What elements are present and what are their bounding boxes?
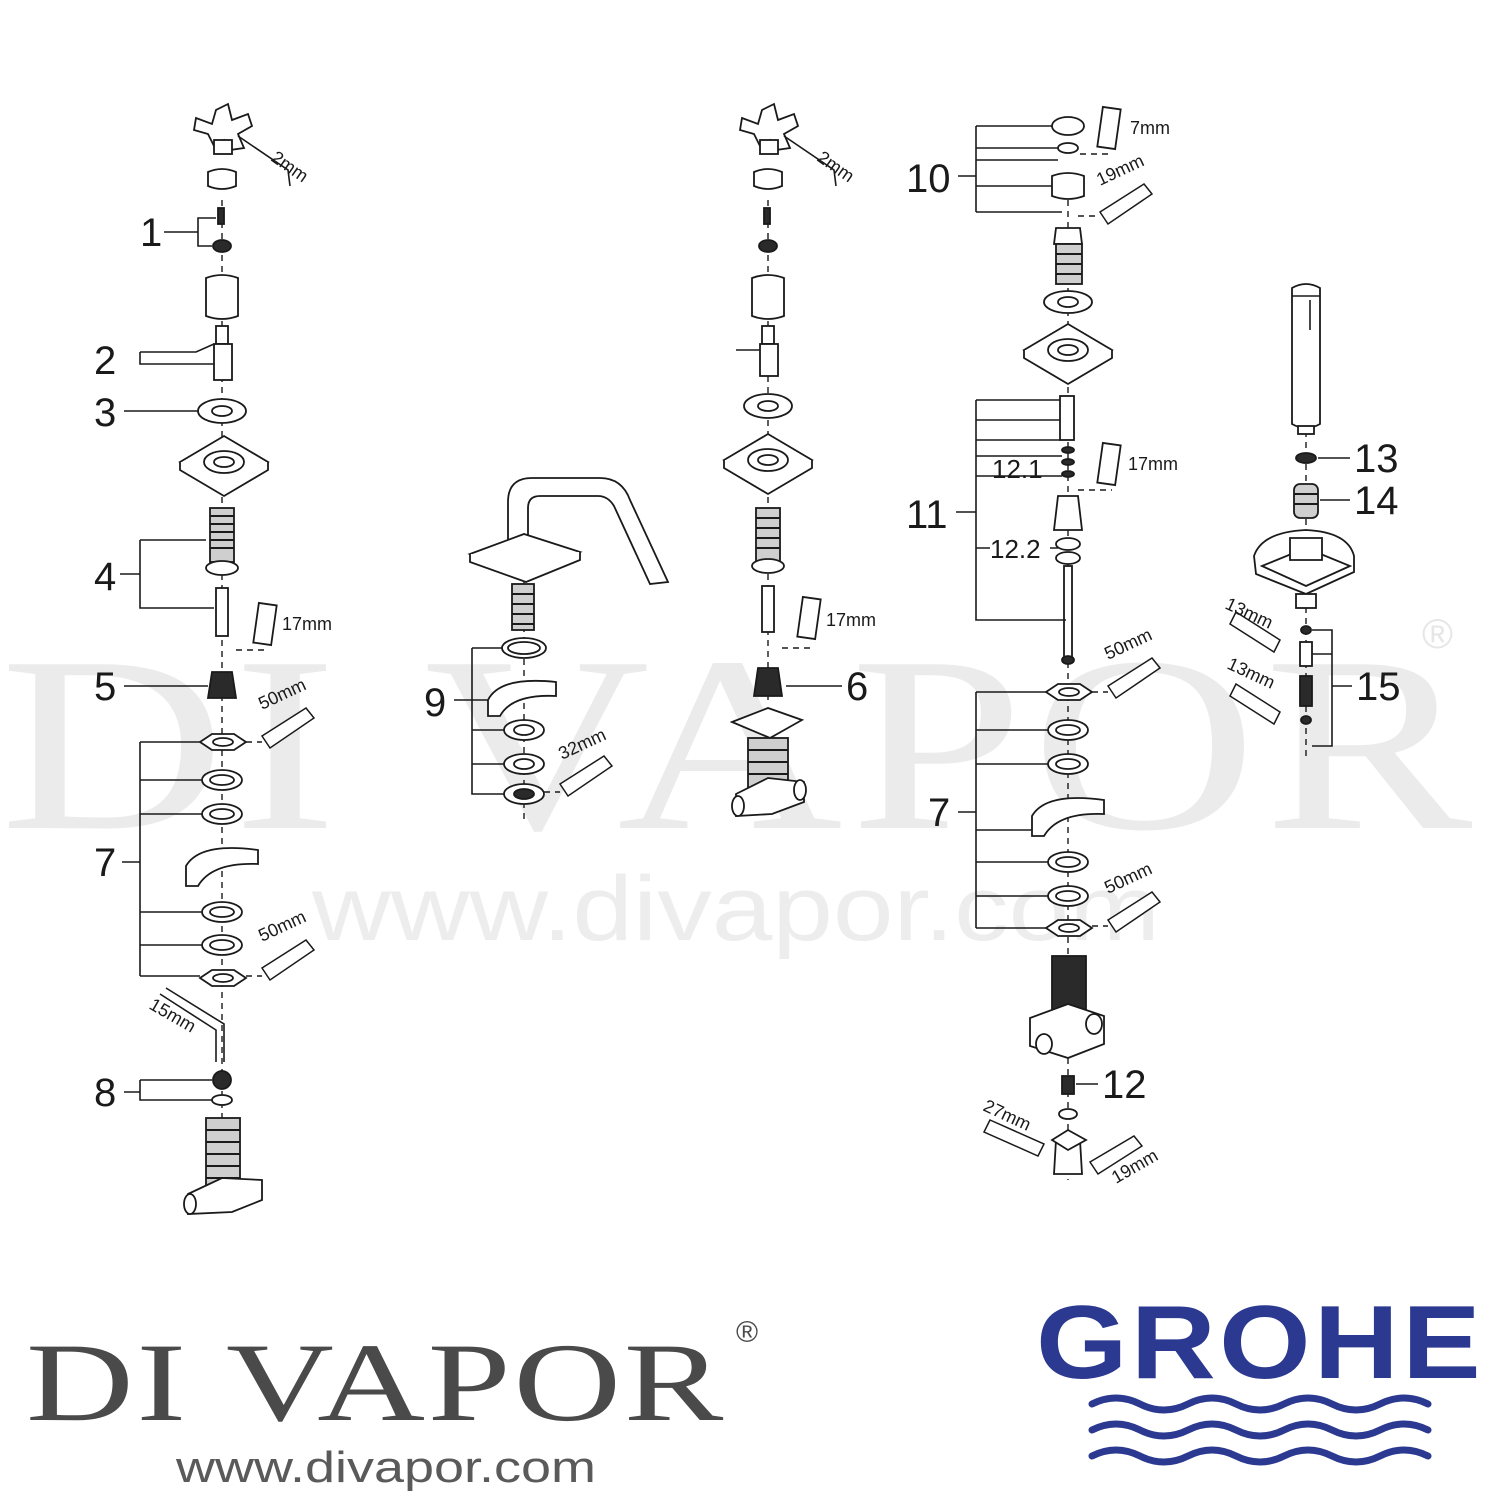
cross-handle-b <box>738 102 800 155</box>
label-part-14: 14 <box>1354 479 1399 523</box>
divapor-url: www.divapor.com <box>175 1443 596 1492</box>
socket-a <box>252 601 278 647</box>
hand-shower <box>1291 283 1321 435</box>
ball-8 <box>212 1070 232 1090</box>
wrench-32 <box>558 755 614 798</box>
label-part-12: 12 <box>1102 1063 1147 1107</box>
hex-key-b <box>783 135 837 187</box>
label-part-8: 8 <box>94 1071 116 1115</box>
spindle <box>213 343 233 381</box>
column-right-valve: 2mm 17mm 6 <box>722 102 876 817</box>
label-part-10: 10 <box>906 157 951 201</box>
cap <box>207 168 237 190</box>
washer-1 <box>212 239 232 253</box>
mounting-stack-a <box>185 733 259 987</box>
tool-socket-c: 17mm <box>1128 454 1178 474</box>
label-part-15: 15 <box>1356 665 1401 709</box>
tool-socket-b: 17mm <box>826 610 876 630</box>
spout <box>467 477 670 631</box>
cross-handle <box>192 102 254 155</box>
washer-13 <box>1295 452 1317 464</box>
hex-key-a <box>237 135 291 187</box>
screw <box>217 207 225 225</box>
tool-socket-a: 17mm <box>282 614 332 634</box>
valve-body-a <box>183 1117 263 1215</box>
insert-12 <box>1061 1075 1075 1095</box>
watermark-registered: ® <box>1422 610 1453 657</box>
watermark-url: www.divapor.com <box>311 858 1160 960</box>
tool-wrench-19-a: 19mm <box>1093 150 1147 189</box>
label-part-9: 9 <box>424 681 446 725</box>
diverter-body <box>1029 955 1105 1059</box>
wrench-50-a <box>260 707 316 750</box>
footer-grohe-logo: GROHE <box>1036 1285 1484 1466</box>
grohe-wave-3 <box>1088 1446 1432 1466</box>
column-left-valve: 2mm <box>94 102 332 1215</box>
watermark: DI VAPOR ® www.divapor.com <box>0 606 1480 960</box>
cartridge-5 <box>206 671 238 699</box>
label-part-1: 1 <box>140 211 162 255</box>
tool-socket-d: 7mm <box>1130 118 1170 138</box>
valve-body-b <box>729 707 807 817</box>
wrench-50-b <box>260 939 316 982</box>
divapor-registered-mark: ® <box>736 1316 758 1349</box>
label-part-12-1: 12.1 <box>992 454 1043 484</box>
wrench-19-b <box>1088 1135 1144 1176</box>
mounting-stack-spout <box>487 637 557 805</box>
tool-wrench-50-b: 50mm <box>255 906 309 945</box>
filter-14 <box>1293 483 1319 519</box>
grohe-logo-text: GROHE <box>1036 1285 1484 1401</box>
label-part-11: 11 <box>906 493 948 537</box>
extension <box>205 507 239 637</box>
wrench-19-a <box>1098 183 1154 226</box>
watermark-brand: DI VAPOR <box>0 606 1480 883</box>
square-rosette-c <box>1022 322 1114 386</box>
sleeve <box>205 274 239 320</box>
footer-divapor-logo: DI VAPOR ® www.divapor.com <box>26 1316 758 1492</box>
socket-b <box>796 595 822 641</box>
label-part-6: 6 <box>846 665 868 709</box>
allen-key <box>165 987 225 1062</box>
wrench-13-b <box>1229 682 1281 726</box>
square-rosette <box>178 434 270 498</box>
label-part-3: 3 <box>94 391 116 435</box>
label-part-7b: 7 <box>928 791 950 835</box>
label-part-2: 2 <box>94 339 116 383</box>
hand-shower-holder <box>1253 529 1355 609</box>
wrench-50-c <box>1106 657 1162 700</box>
wrench-50-d <box>1106 891 1162 934</box>
wrench-27 <box>982 1119 1046 1157</box>
label-part-5: 5 <box>94 665 116 709</box>
diverter-knob <box>1051 116 1085 136</box>
label-part-12-2: 12.2 <box>990 534 1041 564</box>
socket-c <box>1096 441 1122 487</box>
label-part-4: 4 <box>94 555 116 599</box>
label-part-7a: 7 <box>94 841 116 885</box>
grohe-wave-1 <box>1088 1394 1432 1414</box>
cartridge-6 <box>752 667 784 697</box>
wrench-13-a <box>1229 610 1281 654</box>
tool-allen-15: 15mm <box>146 994 199 1036</box>
socket-d <box>1096 105 1122 151</box>
square-rosette-b <box>722 432 814 496</box>
grohe-wave-2 <box>1088 1420 1432 1440</box>
column-spout: 32mm 9 <box>424 477 670 820</box>
label-part-13: 13 <box>1354 437 1399 481</box>
divapor-logo-text: DI VAPOR <box>26 1321 726 1445</box>
column-hand-shower: 13 14 15 13mm 13mm <box>1222 283 1401 760</box>
